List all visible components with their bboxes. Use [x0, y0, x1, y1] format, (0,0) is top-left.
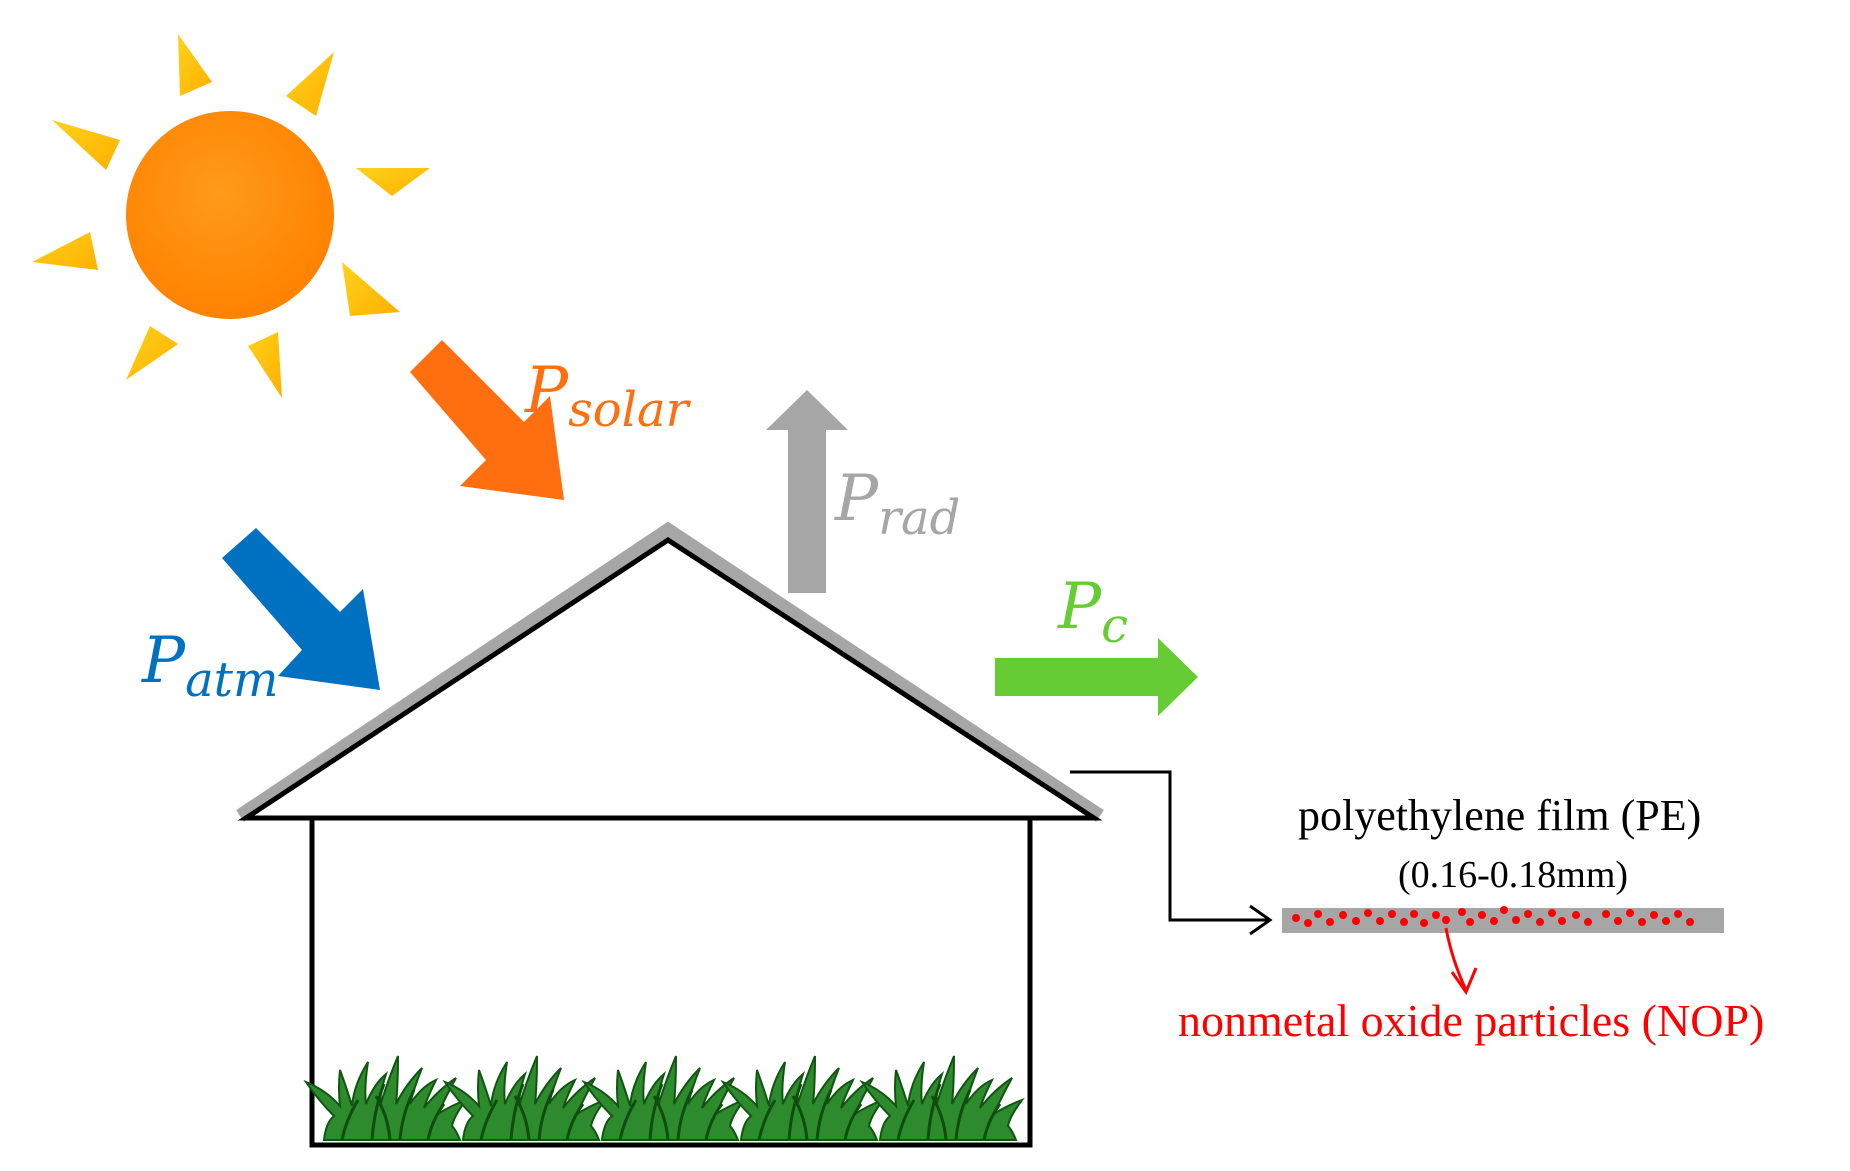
- p-atm-label: Patm: [141, 624, 278, 708]
- sun-icon: [32, 34, 430, 398]
- walls: [309, 818, 1033, 1148]
- sun-body: [126, 111, 334, 319]
- p-solar-label: Psolar: [524, 354, 692, 438]
- grass-tuft: [860, 1054, 1024, 1142]
- grass-tuft: [443, 1054, 607, 1142]
- sun-rays: [32, 34, 430, 398]
- grass-tuft: [582, 1054, 746, 1142]
- roof: [237, 537, 1103, 821]
- p-c-label: Pc: [1057, 570, 1128, 654]
- nop-pointer-arrow: [1444, 927, 1478, 996]
- nop-particles: [1292, 906, 1694, 927]
- grass-tuft: [721, 1054, 885, 1142]
- p-rad-label: Prad: [834, 462, 960, 546]
- nop-label: nonmetal oxide particles (NOP): [1178, 995, 1764, 1046]
- greenhouse: [236, 521, 1104, 1148]
- film-title: polyethylene film (PE): [1298, 791, 1701, 840]
- solar-arrow: [410, 340, 564, 500]
- film-thickness: (0.16-0.18mm): [1398, 854, 1628, 896]
- grass-tuft: [304, 1054, 468, 1142]
- radiation-arrow: [766, 390, 848, 593]
- callout-arrow: [1070, 770, 1273, 936]
- roof-film: [236, 521, 1104, 822]
- convection-arrow: [995, 638, 1198, 716]
- grass-plants: [304, 1054, 1024, 1142]
- atmosphere-arrow: [222, 528, 380, 690]
